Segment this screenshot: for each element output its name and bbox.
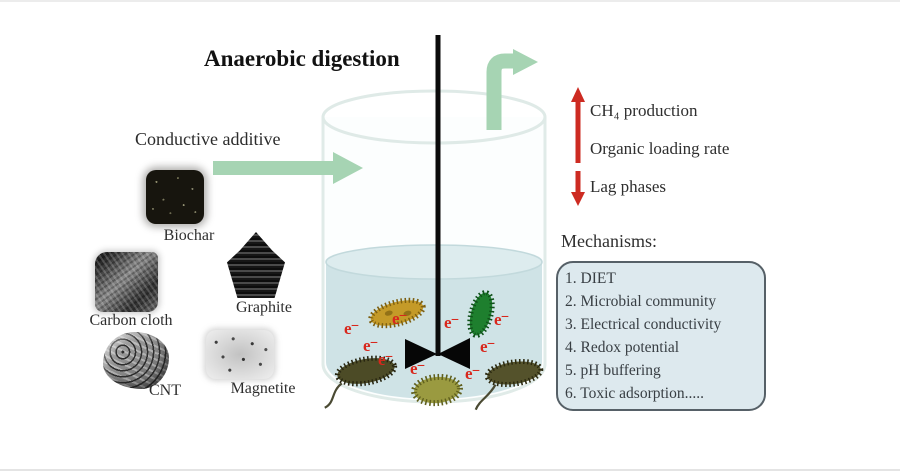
microbe-green-rod	[467, 290, 495, 338]
electron-label: e⁻	[344, 319, 360, 338]
stirrer-shaft	[435, 35, 441, 356]
mechanism-item: 6. Toxic adsorption.....	[565, 385, 704, 402]
carbon-cloth-image	[95, 252, 158, 312]
mechanism-item: 3. Electrical conductivity	[565, 316, 722, 333]
additive-label-magnetite: Magnetite	[230, 380, 296, 397]
mechanisms-box: 1. DIET 2. Microbial community 3. Electr…	[556, 261, 766, 411]
effect-organic-loading-rate: Organic loading rate	[590, 139, 730, 158]
mechanism-item: 4. Redox potential	[565, 339, 680, 356]
microbe-yellow-rod	[368, 297, 426, 329]
microbe-dark-rod-left	[324, 355, 398, 409]
electron-label: e⁻	[480, 337, 496, 356]
mechanisms-heading: Mechanisms:	[561, 231, 657, 251]
additive-label-biochar: Biochar	[163, 227, 215, 244]
additive-arrow	[213, 152, 363, 184]
effect-lag-phases: Lag phases	[590, 177, 667, 196]
mechanism-item: 5. pH buffering	[565, 362, 661, 379]
electron-label: e⁻	[363, 336, 379, 355]
electron-label: e⁻	[410, 359, 426, 378]
reactor-vessel	[321, 89, 547, 404]
vessel-rim	[321, 89, 547, 145]
flagellum	[474, 384, 497, 411]
electron-label: e⁻	[378, 350, 394, 369]
electron-label: e⁻	[465, 364, 481, 383]
decrease-arrow	[571, 171, 585, 206]
conductive-additive-heading: Conductive additive	[135, 129, 281, 149]
electron-label: e⁻	[392, 309, 408, 328]
mechanism-item: 2. Microbial community	[565, 293, 717, 310]
electron-label: e⁻	[444, 313, 460, 332]
cnt-image	[103, 332, 169, 389]
impeller-right-blade	[438, 338, 470, 369]
increase-arrow	[571, 87, 585, 163]
liquid-surface	[325, 244, 543, 280]
microbe-olive-blob	[411, 373, 463, 407]
microbe-dark-rod-right	[474, 358, 544, 411]
gas-outlet-arrow	[486, 49, 538, 130]
biochar-image	[146, 170, 204, 224]
figure-title: Anaerobic digestion	[204, 46, 400, 71]
additive-label-cnt: CNT	[149, 382, 181, 399]
impeller-left-blade	[405, 339, 437, 369]
mechanism-item: 1. DIET	[565, 270, 616, 287]
stirrer	[405, 35, 470, 369]
electron-label: e⁻	[494, 310, 510, 329]
additive-label-graphite: Graphite	[236, 299, 292, 316]
magnetite-image	[206, 330, 274, 379]
effect-ch4-production: CH₄ production	[590, 101, 698, 120]
flagellum	[324, 382, 343, 409]
additive-label-carbon-cloth: Carbon cloth	[89, 312, 173, 329]
